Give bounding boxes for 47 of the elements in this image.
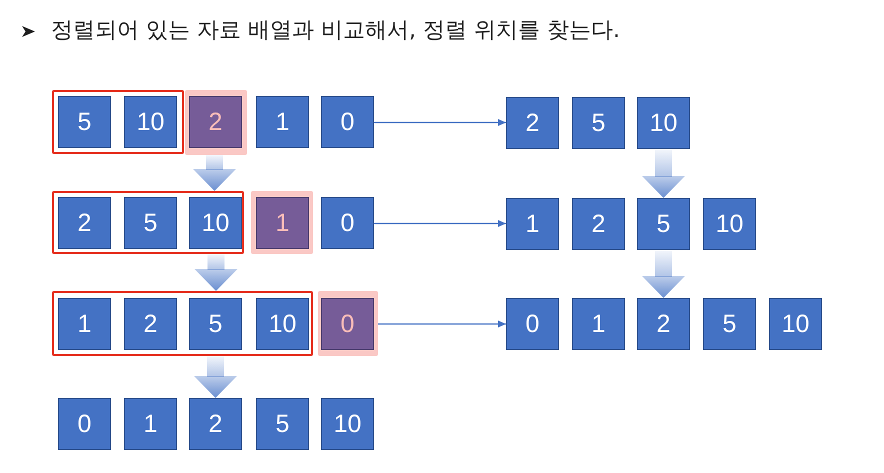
- array-cell: 1: [572, 298, 625, 350]
- array-cell: 0: [321, 197, 374, 249]
- highlighted-array-cell: 2: [189, 96, 242, 148]
- array-cell: 5: [256, 398, 309, 450]
- array-cell: 0: [506, 298, 559, 350]
- block-arrow: [193, 155, 236, 191]
- block-arrow: [642, 250, 685, 298]
- outline-frame: [52, 291, 313, 356]
- array-cell: 2: [506, 97, 559, 149]
- highlight-band: [318, 291, 378, 356]
- arrow: [374, 119, 506, 126]
- array-cell: 10: [256, 298, 309, 350]
- array-cell: 5: [124, 197, 177, 249]
- array-cell: 0: [58, 398, 111, 450]
- array-cell: 1: [124, 398, 177, 450]
- array-cell: 10: [189, 197, 242, 249]
- array-cell: 10: [769, 298, 822, 350]
- array-cell: 5: [189, 298, 242, 350]
- array-cell: 0: [321, 96, 374, 148]
- array-cell: 1: [58, 298, 111, 350]
- array-cell: 2: [572, 198, 625, 250]
- heading: 정렬되어 있는 자료 배열과 비교해서, 정렬 위치를 찾는다.: [51, 17, 620, 45]
- array-cell: 10: [321, 398, 374, 450]
- block-arrow: [642, 149, 685, 198]
- block-arrow: [194, 254, 238, 291]
- highlighted-array-cell: 0: [321, 298, 374, 350]
- array-cell: 5: [572, 97, 625, 149]
- array-cell: 2: [189, 398, 242, 450]
- array-cell: 5: [703, 298, 756, 350]
- highlighted-array-cell: 1: [256, 197, 309, 249]
- array-cell: 10: [637, 97, 690, 149]
- arrow: [378, 320, 506, 328]
- outline-frame: [52, 90, 184, 154]
- array-cell: 1: [256, 96, 309, 148]
- outline-frame: [52, 191, 244, 254]
- highlight-band: [185, 90, 247, 155]
- array-cell: 2: [637, 298, 690, 350]
- array-cell: 1: [506, 198, 559, 250]
- array-cell: 10: [703, 198, 756, 250]
- highlight-band: [251, 191, 313, 254]
- array-cell: 5: [637, 198, 690, 250]
- array-cell: 2: [124, 298, 177, 350]
- array-cell: 2: [58, 197, 111, 249]
- array-cell: 5: [58, 96, 111, 148]
- arrow: [374, 220, 506, 227]
- array-cell: 10: [124, 96, 177, 148]
- block-arrow: [194, 356, 237, 398]
